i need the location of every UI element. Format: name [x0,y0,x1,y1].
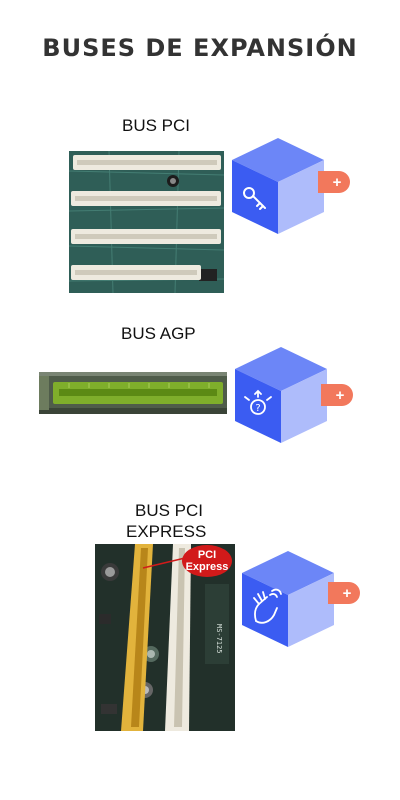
svg-text:?: ? [255,403,260,414]
expand-plus-button-bus-pci[interactable]: + [318,171,350,193]
pci-express-callout-badge: PCI Express [182,545,232,577]
question-arrows-icon: ? [244,389,272,415]
section-label-bus-pci-express-line2: EXPRESS [126,522,207,541]
svg-text:+: + [343,585,352,602]
page-title: BUSES DE EXPANSIÓN [42,34,358,62]
hand-wave-icon [253,588,282,624]
svg-text:MS-7125: MS-7125 [215,624,223,654]
section-label-bus-pci: BUS PCI [122,116,191,135]
section-label-bus-pci-express-line1: BUS PCI [135,501,204,520]
pci-slots-photo [69,151,224,293]
expand-card-bus-pci-express[interactable]: + [240,551,360,647]
svg-text:+: + [336,387,345,404]
expand-plus-button-bus-pci-express[interactable]: + [328,582,360,604]
expand-card-bus-pci[interactable]: + [230,138,350,234]
key-icon [243,187,266,210]
agp-slot-photo [39,372,227,414]
expand-plus-button-bus-agp[interactable]: + [321,384,353,406]
section-label-bus-agp: BUS AGP [121,324,196,343]
callout-text-line2: Express [185,561,229,573]
svg-text:+: + [333,174,342,191]
callout-text-line1: PCI [197,549,217,561]
expand-card-bus-agp[interactable]: ? + [233,347,353,443]
